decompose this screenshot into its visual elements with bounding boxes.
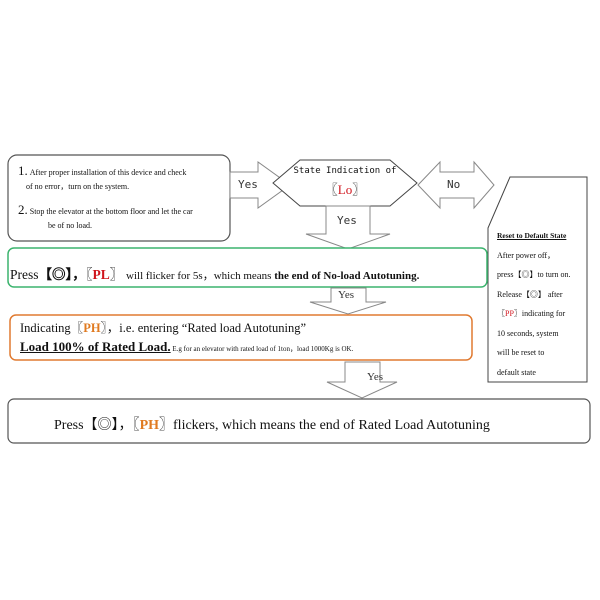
yes-label-3: Yes (338, 289, 355, 301)
rated-line-1: Indicating〖PH〗，i.e. entering “Rated load… (20, 321, 307, 335)
noload-text: Press【◎】，〖PL〗 will flicker for 5s，which … (10, 267, 420, 282)
decision-title: State Indication of (293, 166, 397, 176)
yes-arrow-down-1 (305, 205, 391, 250)
rated-box (9, 314, 473, 361)
yes-label-1: Yes (238, 178, 258, 191)
yes-arrow-down-3 (326, 361, 398, 399)
step-1: 1. After proper installation of this dev… (18, 163, 187, 192)
final-text: Press【◎】，〖PH〗flickers, which means the e… (54, 418, 490, 433)
decision-hexagon (272, 159, 418, 207)
final-box (7, 398, 591, 444)
no-double-arrow (417, 160, 495, 210)
reset-box-shape (487, 176, 588, 383)
rated-line-2: Load 100% of Rated Load. E.g for an elev… (20, 339, 354, 354)
yes-label-4: Yes (367, 371, 384, 383)
decision-code: 〖Lo〗 (324, 182, 366, 197)
yes-arrow-down-2 (309, 287, 387, 315)
noload-box (7, 247, 488, 288)
yes-label-2: Yes (337, 214, 357, 227)
no-label: No (447, 178, 461, 191)
yes-arrow-right (229, 161, 291, 209)
reset-box-text: Reset to Default State After power off， … (497, 231, 571, 377)
step-2: 2. Stop the elevator at the bottom floor… (18, 202, 193, 231)
